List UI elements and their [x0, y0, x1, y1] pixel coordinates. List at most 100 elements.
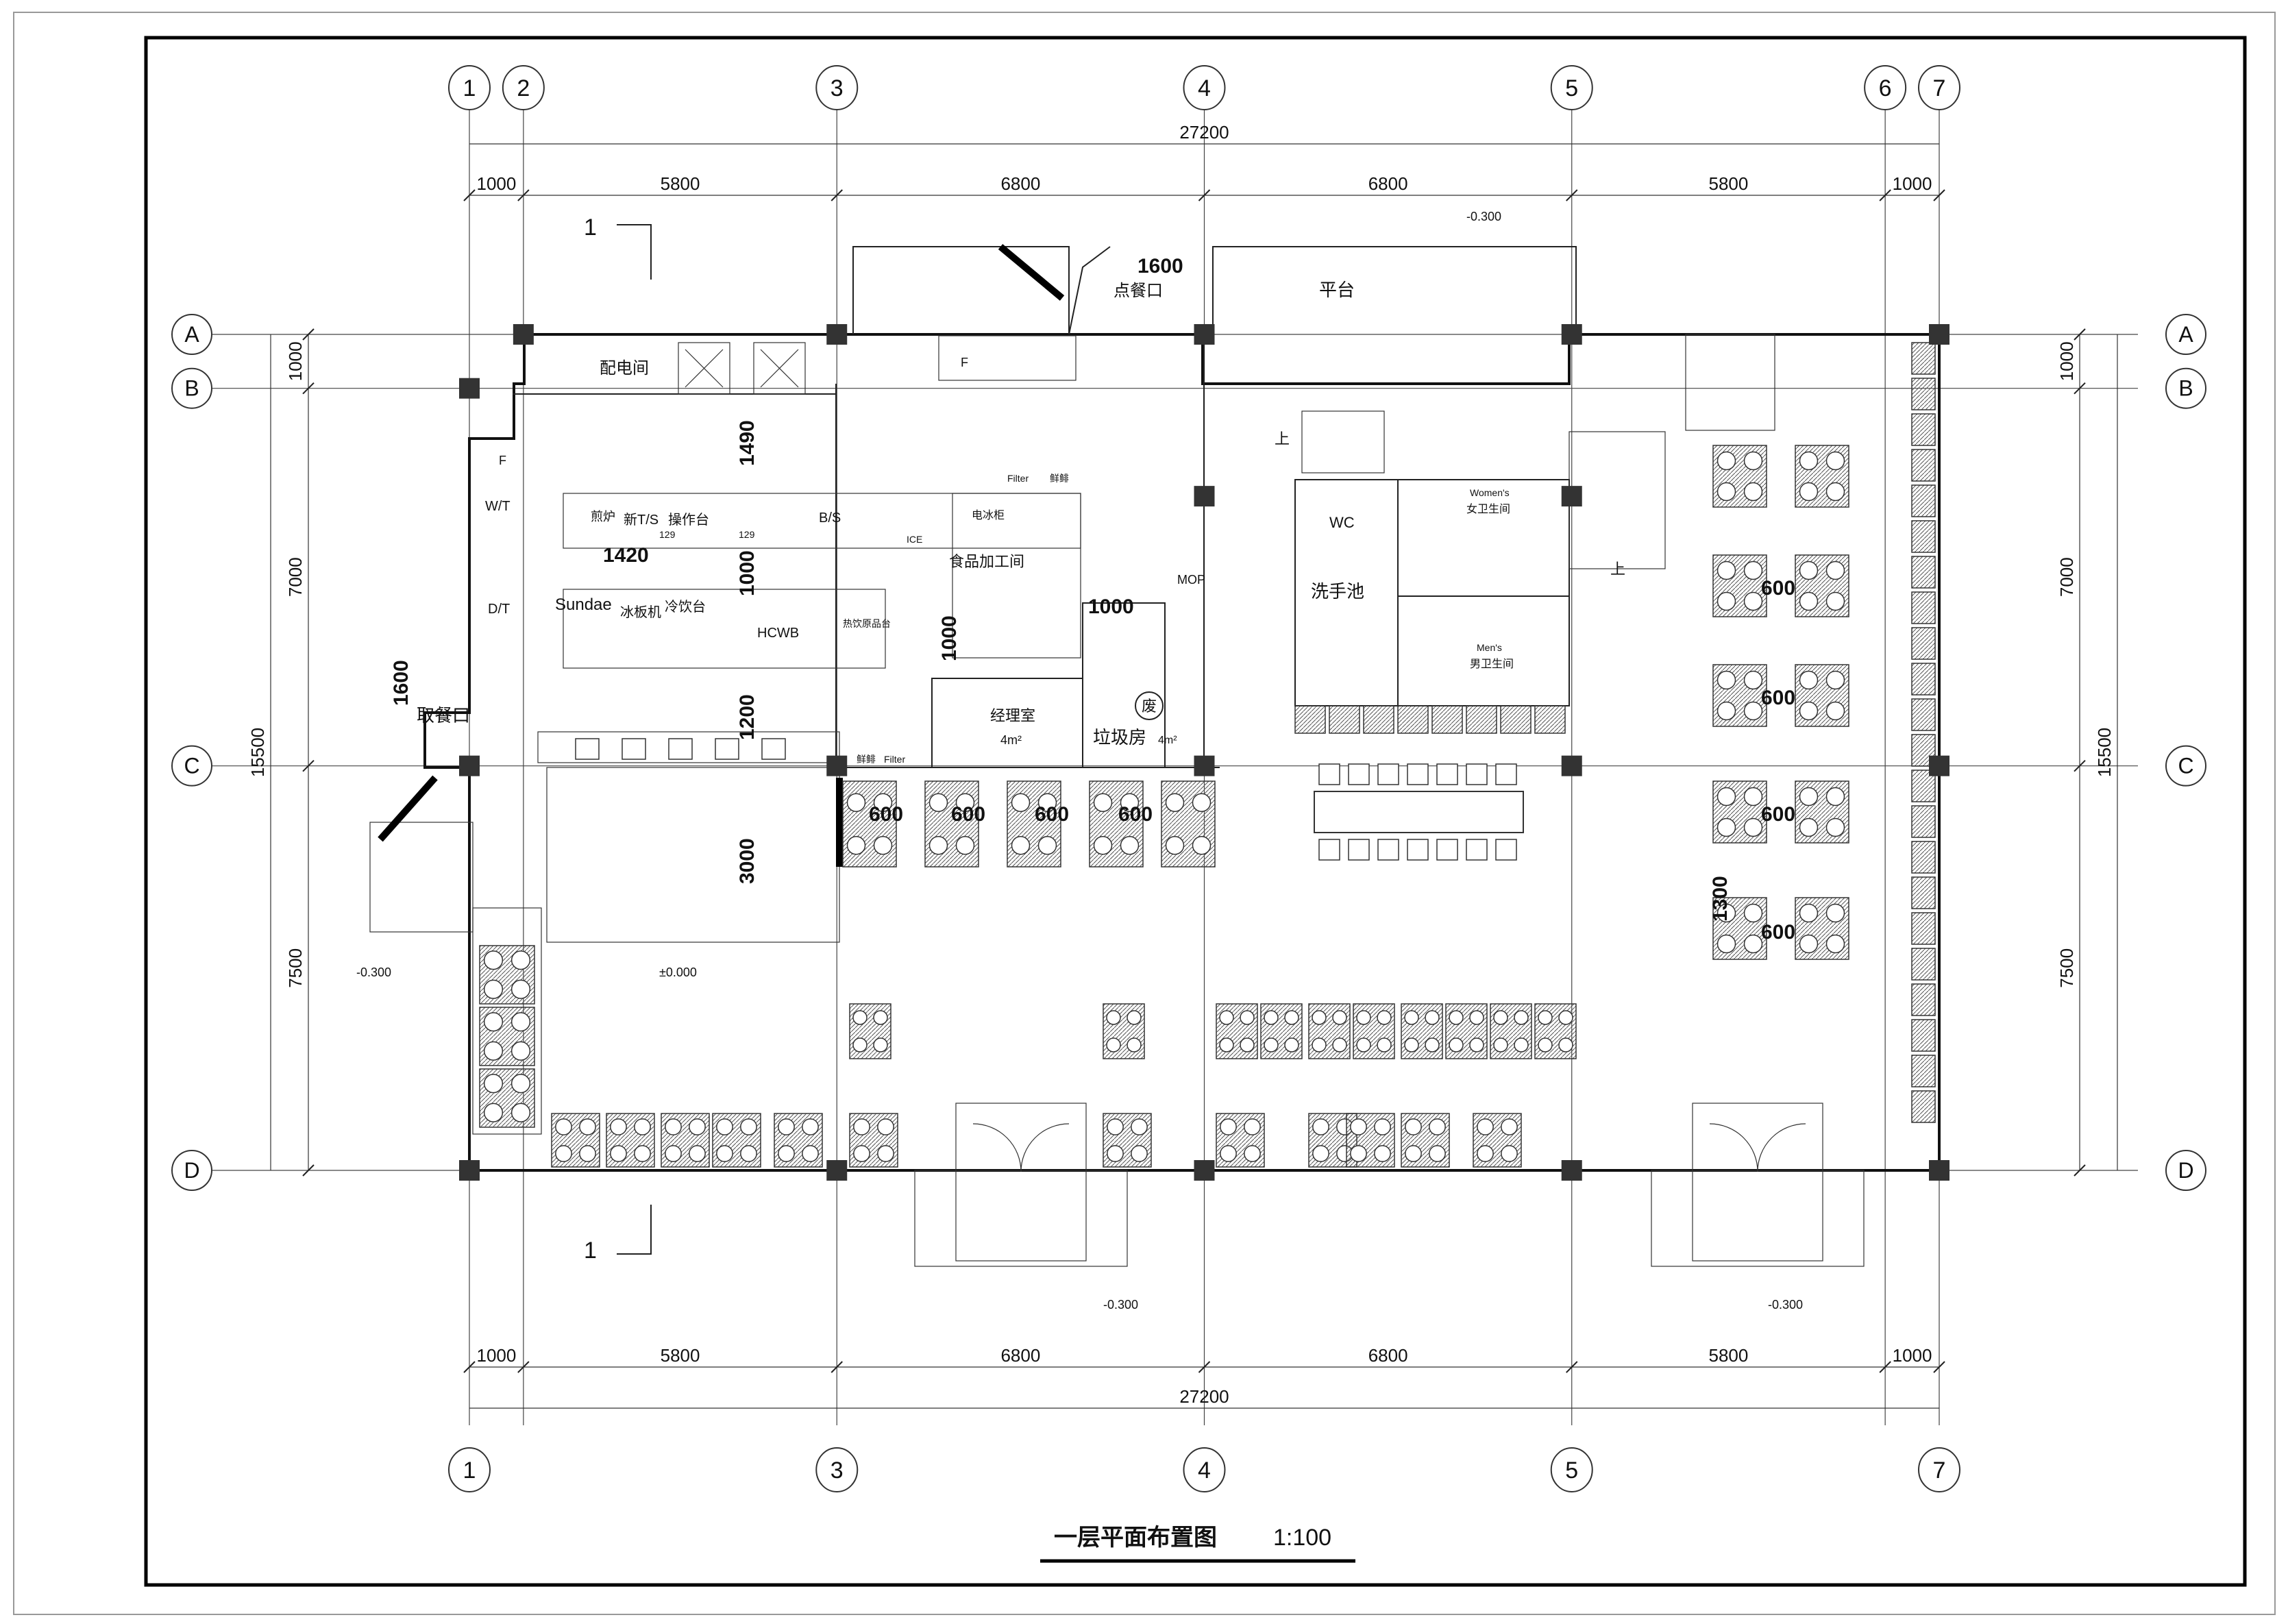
booth-left-0-seat [511, 950, 531, 970]
drawing-title: 一层平面布置图 1:100 [1040, 1525, 1355, 1563]
booth-mid-9-seat [1538, 1010, 1553, 1025]
dim-1600a: 1600 [1137, 255, 1183, 278]
bench-right-2 [1911, 413, 1936, 446]
booth-mid-5-seat [1356, 1010, 1371, 1025]
booth-right-0-4-seat [1743, 934, 1763, 954]
column-15 [1194, 1160, 1215, 1181]
dim-bottom-seg-text-0: 1000 [477, 1345, 517, 1366]
booth-bottom-1-seat [610, 1145, 627, 1162]
booth-right-1-3-seat [1825, 817, 1845, 837]
booth-right-1-0-seat [1799, 451, 1819, 471]
dim-left-tick-2 [302, 759, 315, 772]
garbage-mark: 废 [1142, 698, 1157, 715]
dim-1000a: 1000 [736, 550, 759, 596]
booth-mid-4-seat [1312, 1010, 1327, 1025]
dim-1000c: 1000 [938, 615, 961, 661]
grid-bubble-left-A [171, 314, 212, 355]
bench-toilet-0 [1294, 705, 1326, 734]
grid-label-bottom-3: 3 [831, 1457, 844, 1484]
booth-right-1-0-seat [1799, 482, 1819, 502]
grid-label-bottom-4: 4 [1198, 1457, 1211, 1484]
booth-right-0-4-seat [1743, 903, 1763, 923]
column-7 [1561, 486, 1582, 507]
booth-right-1-4-seat [1799, 934, 1819, 954]
eq-fridge: 电冰柜 [972, 509, 1005, 521]
booth-mid-0-seat [873, 1010, 888, 1025]
booth-right-0-2-seat [1717, 701, 1736, 721]
dimension-annotations: 1490 1420 1000 1000 1000 1200 3000 1600 … [390, 255, 1795, 944]
booth-mid-0-seat [852, 1037, 868, 1053]
booth-left-2-seat [483, 1074, 504, 1094]
dim-600-3: 600 [1035, 803, 1069, 826]
booth-right-0-3-seat [1717, 787, 1736, 807]
bench-right-21 [1911, 1090, 1936, 1123]
bench-right-7 [1911, 591, 1936, 624]
column-4 [1929, 324, 1949, 345]
garbage-mark-circle [1135, 691, 1164, 720]
eq-filter-2: Filter [884, 754, 905, 765]
dim-bottom-seg-text-5: 1000 [1893, 1345, 1932, 1366]
title-scale: 1:100 [1273, 1525, 1331, 1551]
booth-bottom-6-seat [1107, 1118, 1124, 1135]
grid-bubble-left-C [171, 745, 212, 787]
dim-right-seg-text-2: 7500 [2056, 948, 2077, 988]
booth-mid-2-seat [1240, 1010, 1255, 1025]
booth-bottom-7-seat [1220, 1145, 1237, 1162]
booth-bottom-1-seat [610, 1118, 627, 1135]
bench-toilet-3 [1397, 705, 1429, 734]
eq-ice-maker: 冰板机 [620, 604, 661, 620]
booth-mid-1-seat [1127, 1037, 1142, 1053]
booth-mid-3-seat [1284, 1037, 1299, 1053]
booth-mid-8-seat [1493, 1037, 1508, 1053]
eq-bs: B/S [819, 510, 841, 526]
booth-kitchen-4-seat [1165, 793, 1185, 812]
booth-kitchen-3-seat [1120, 836, 1140, 855]
grid-label-right-B: B [2178, 376, 2193, 401]
room-mens-cn: 男卫生间 [1470, 658, 1514, 670]
booth-right-1-1-seat [1825, 591, 1845, 611]
dim-600-1: 600 [869, 803, 903, 826]
bench-right-16 [1911, 912, 1936, 945]
eq-wt: W/T [485, 499, 511, 514]
stool-top-4 [1436, 763, 1458, 785]
booth-bottom-3-seat [740, 1145, 757, 1162]
dim-left-tick-0 [302, 328, 315, 341]
dim-left-seg-text-0: 1000 [285, 341, 306, 381]
bench-right-15 [1911, 876, 1936, 909]
booth-kitchen-2-seat [1037, 793, 1057, 812]
bench-right-9 [1911, 663, 1936, 696]
booth-bottom-0-seat [555, 1145, 572, 1162]
level-marks: ±0.000 -0.300 -0.300 -0.300 -0.300 [356, 210, 1803, 1312]
booth-mid-7-seat [1469, 1010, 1484, 1025]
column-2 [1194, 324, 1215, 345]
eq-hot-drink: 热饮原品台 [843, 618, 891, 629]
dim-right-tick-3 [2074, 1164, 2086, 1177]
booth-kitchen-4-seat [1192, 836, 1211, 855]
grid-label-top-7: 7 [1933, 75, 1946, 101]
booth-mid-1-seat [1106, 1010, 1121, 1025]
booth-bottom-10-seat [1350, 1145, 1367, 1162]
dim-top-seg-text-1: 5800 [661, 173, 700, 194]
bench-right-0 [1911, 342, 1936, 375]
booth-mid-5-seat [1377, 1010, 1392, 1025]
dim-bottom-seg-text-2: 6800 [1000, 1345, 1040, 1366]
booth-bottom-3-seat [716, 1118, 733, 1135]
dim-1420: 1420 [603, 544, 649, 567]
eq-dt: D/T [488, 602, 510, 617]
booth-bottom-6-seat [1131, 1118, 1148, 1135]
eq-129a: 129 [659, 529, 676, 540]
booth-bottom-1-seat [634, 1118, 651, 1135]
grid-label-top-2: 2 [517, 75, 530, 101]
bench-toilet-2 [1363, 705, 1394, 734]
booth-right-1-4-seat [1825, 903, 1845, 923]
grid-bubble-left-B [171, 367, 212, 409]
counter-stool-0 [575, 738, 600, 760]
booth-bottom-2-seat [689, 1145, 706, 1162]
grid-bubble-bottom-4 [1183, 1447, 1226, 1492]
dim-1300: 1300 [1709, 876, 1732, 922]
level-left: -0.300 [356, 965, 391, 979]
stool-bottom-2 [1377, 839, 1399, 861]
booth-kitchen-4-seat [1192, 793, 1211, 812]
booth-bottom-5-seat [853, 1118, 870, 1135]
